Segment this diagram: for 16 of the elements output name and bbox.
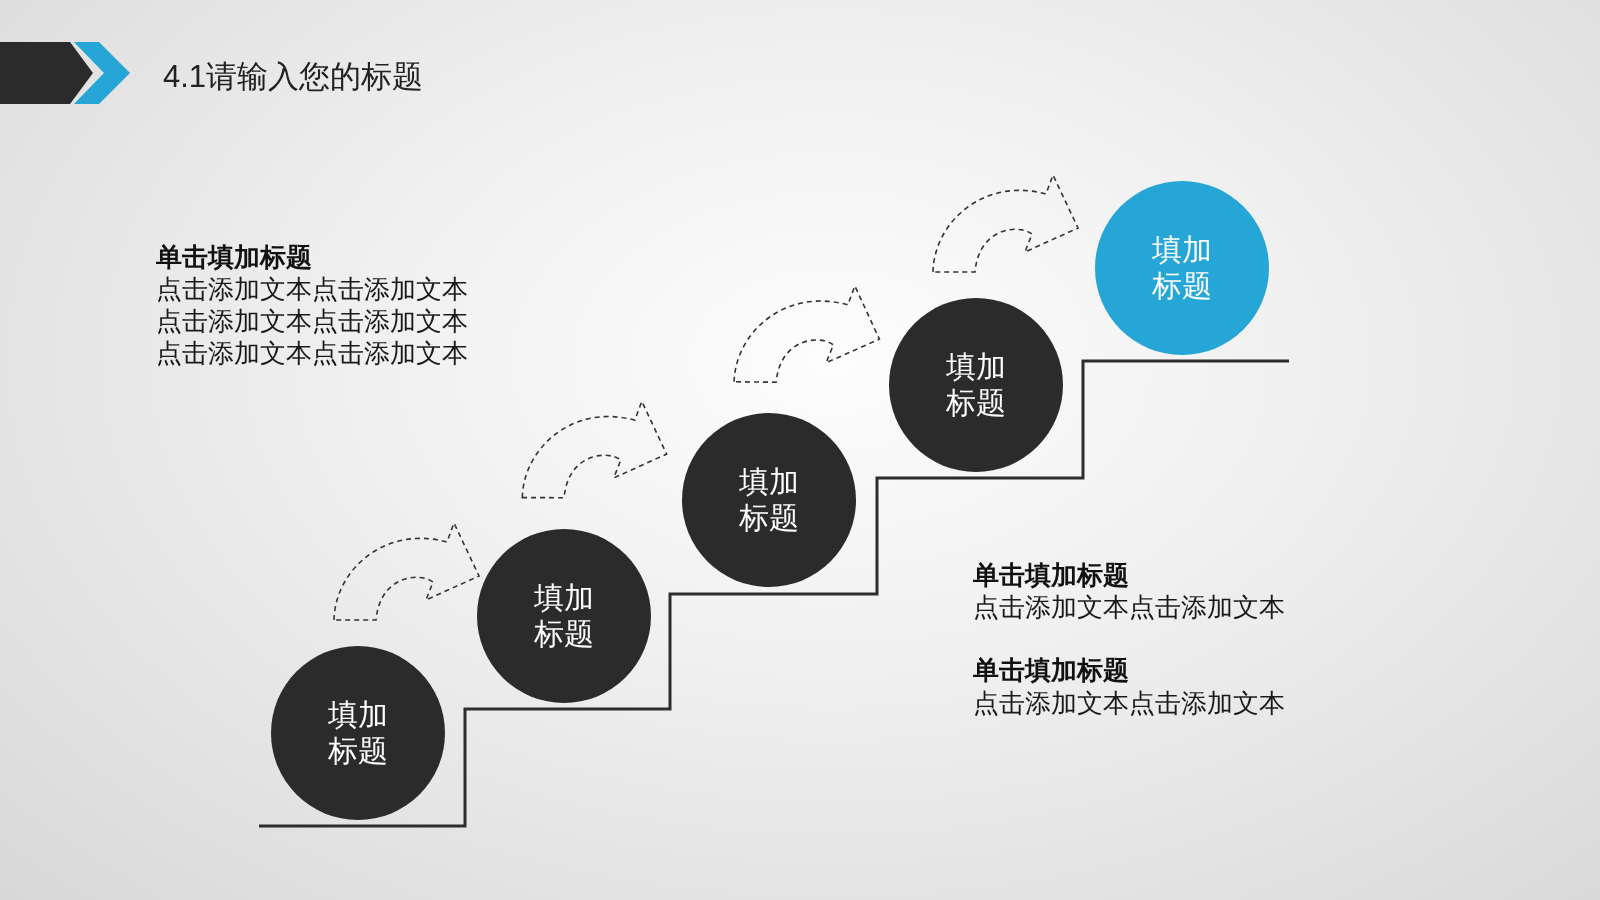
- step-title: 填加标题: [945, 349, 1007, 421]
- body-text: 点击添加文本点击添加文本: [973, 591, 1286, 623]
- curved-arrow: [333, 522, 480, 621]
- curved-arrow: [733, 285, 881, 383]
- heading: 单击填加标题: [973, 654, 1129, 686]
- body-text: 点击添加文本点击添加文本点击添加文本点击添加文本点击添加文本点击添加文本: [156, 273, 469, 369]
- heading: 单击填加标题: [156, 241, 312, 273]
- body-text: 点击添加文本点击添加文本: [973, 687, 1286, 719]
- step-title: 填加标题: [533, 580, 595, 652]
- curved-arrow: [932, 174, 1079, 273]
- step-title: 填加标题: [1151, 232, 1213, 304]
- step-title: 填加标题: [327, 697, 389, 769]
- heading: 单击填加标题: [973, 559, 1129, 591]
- curved-arrow: [521, 400, 668, 499]
- step-title: 填加标题: [738, 464, 800, 536]
- slide-title: 4.1请输入您的标题: [163, 58, 424, 96]
